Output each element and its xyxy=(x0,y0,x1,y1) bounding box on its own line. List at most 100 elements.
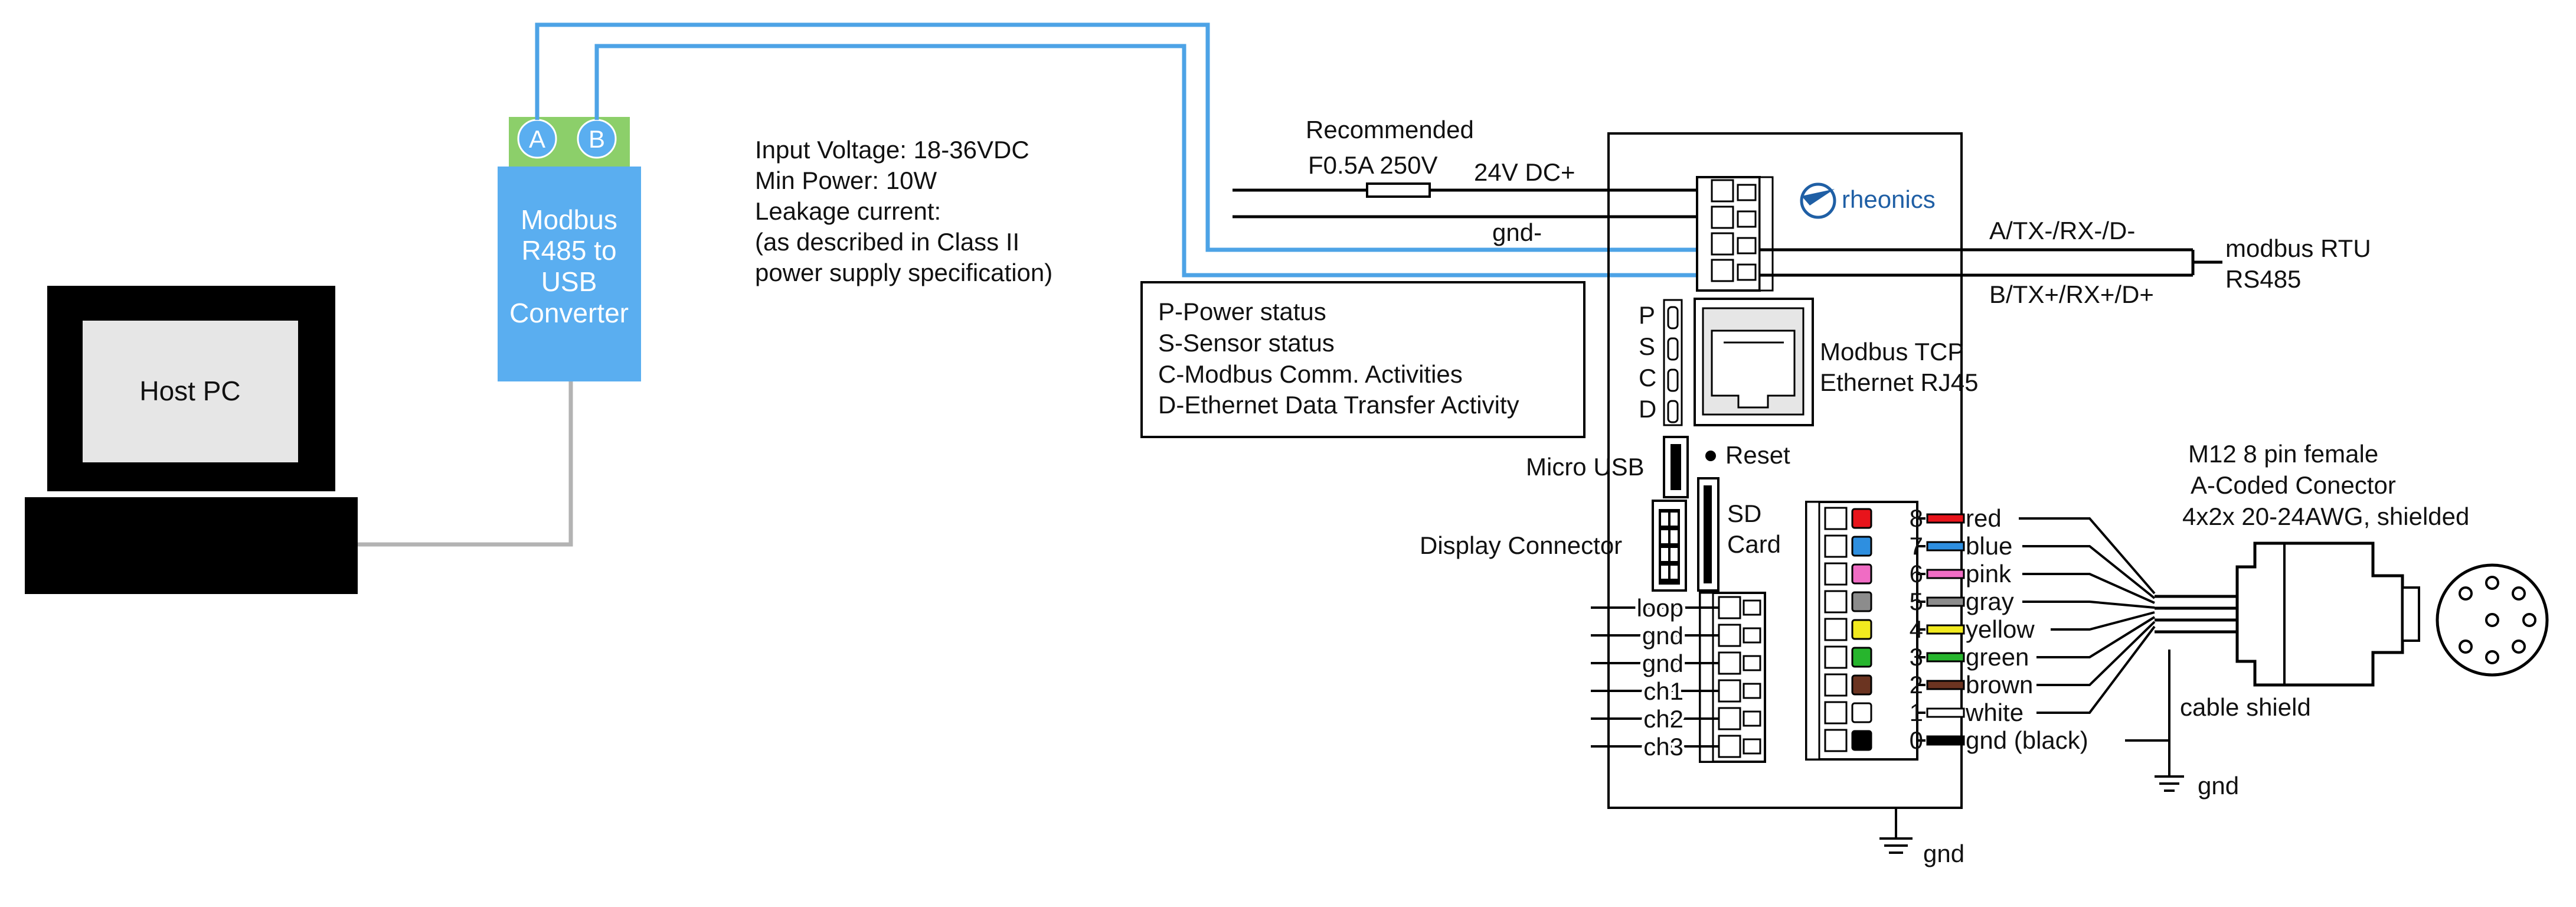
m12-pin-number-4: 4 xyxy=(1910,615,1923,643)
m12-label-1: M12 8 pin female xyxy=(2188,440,2378,468)
cable-shield-label: cable shield xyxy=(2180,693,2311,721)
sd-card-slot: SD Card xyxy=(1697,477,1781,592)
m12-labels: M12 8 pin female A-Coded Conector 4x2x 2… xyxy=(2182,440,2469,530)
m12-label-3: 4x2x 20-24AWG, shielded xyxy=(2182,503,2469,530)
host-pc-label: Host PC xyxy=(139,376,240,406)
rs485-output: A/TX-/RX-/D- B/TX+/RX+/D+ modbus RTU RS4… xyxy=(1760,217,2371,308)
status-legend-line-1: P-Power status xyxy=(1158,298,1326,325)
rs485-label-1: modbus RTU xyxy=(2225,234,2371,262)
m12-terminal-color-2 xyxy=(1851,674,1872,696)
m12-wire-swatch-yellow xyxy=(1926,624,1965,635)
converter-label-2: R485 to xyxy=(521,235,616,266)
display-connector: Display Connector xyxy=(1420,500,1687,592)
m12-wire-label-gray: gray xyxy=(1966,588,2014,615)
m12-terminal-screw-0 xyxy=(1824,729,1848,752)
m12-terminal-screw-1 xyxy=(1824,701,1848,725)
m12-terminal-color-1 xyxy=(1851,702,1872,723)
power-plus-label: 24V DC+ xyxy=(1474,158,1575,186)
led-label-d: D xyxy=(1639,395,1656,423)
m12-wire-swatch-white xyxy=(1926,707,1965,718)
m12-pin-number-7: 7 xyxy=(1910,532,1923,560)
m12-wire-label-blue: blue xyxy=(1966,532,2012,560)
m12-wire-swatch-brown xyxy=(1926,680,1965,690)
status-legend: P-Power status S-Sensor status C-Modbus … xyxy=(1140,281,1586,438)
ethernet-label-2: Ethernet RJ45 xyxy=(1820,368,1979,396)
m12-pin-number-5: 5 xyxy=(1910,588,1923,615)
m12-wire-label-pink: pink xyxy=(1966,560,2012,588)
power-spec-line-2: Min Power: 10W xyxy=(755,167,937,194)
device-ground: gnd xyxy=(1879,808,1964,867)
m12-wire-red xyxy=(2019,517,2156,595)
terminal-b-label: B xyxy=(589,125,605,153)
m12-terminal-color-4 xyxy=(1851,619,1872,640)
converter-label-3: USB xyxy=(541,266,597,297)
m12-pin-number-3: 3 xyxy=(1910,643,1923,671)
led-s xyxy=(1667,337,1679,361)
status-legend-line-2: S-Sensor status xyxy=(1158,329,1335,357)
micro-usb-port: Micro USB xyxy=(1526,436,1689,498)
m12-pin-number-0: 0 xyxy=(1910,726,1923,754)
m12-terminal-color-0 xyxy=(1851,730,1872,751)
rheonics-logo: rheonics xyxy=(1800,182,1936,219)
io-label-ch2: ch2 xyxy=(1643,705,1683,733)
terminal-a-label: A xyxy=(529,125,545,153)
m12-wire-gray xyxy=(2022,601,2155,609)
led-p xyxy=(1667,306,1679,329)
status-legend-line-4: D-Ethernet Data Transfer Activity xyxy=(1158,391,1519,419)
ethernet-label-1: Modbus TCP xyxy=(1820,338,1964,366)
m12-wire-swatch-green xyxy=(1926,652,1965,663)
m12-terminal-screw-6 xyxy=(1824,562,1848,586)
reset-label: Reset xyxy=(1725,441,1790,469)
m12-pin-number-6: 6 xyxy=(1910,560,1923,588)
power-spec-line-3: Leakage current: xyxy=(755,197,941,225)
m12-terminal-block xyxy=(1805,501,1918,761)
modbus-wire-b xyxy=(594,44,1721,278)
micro-usb-label: Micro USB xyxy=(1526,453,1645,481)
m12-wire-label-brown: brown xyxy=(1966,671,2033,699)
m12-label-2: A-Coded Conector xyxy=(2191,471,2396,499)
power-input: Recommended F0.5A 250V 24V DC+ gnd- xyxy=(1233,116,1697,246)
m12-terminal-screw-8 xyxy=(1824,507,1848,530)
cable-shield: cable shield gnd xyxy=(2155,650,2311,800)
m12-connector-icon xyxy=(2235,541,2549,687)
power-spec-line-4: (as described in Class II xyxy=(755,228,1019,256)
m12-pin-number-8: 8 xyxy=(1910,504,1923,532)
fuse-icon xyxy=(1366,182,1431,198)
m12-terminal-color-6 xyxy=(1851,563,1872,585)
sd-card-label-2: Card xyxy=(1727,530,1781,558)
led-label-c: C xyxy=(1639,364,1656,391)
power-spec-line-1: Input Voltage: 18-36VDC xyxy=(755,136,1029,164)
m12-pin-number-2: 2 xyxy=(1910,671,1923,699)
m12-wire-pink xyxy=(2022,573,2155,604)
m12-wire-label-green: green xyxy=(1966,643,2029,671)
io-label-ch3: ch3 xyxy=(1643,733,1683,761)
host-pc-base xyxy=(25,497,358,594)
converter-label-4: Converter xyxy=(509,298,629,328)
m12-wire-swatch-red xyxy=(1926,513,1965,524)
led-c xyxy=(1667,368,1679,392)
status-legend-line-3: C-Modbus Comm. Activities xyxy=(1158,360,1463,388)
m12-wire-green xyxy=(2036,616,2156,658)
m12-cable xyxy=(2155,595,2237,634)
m12-wire-blue xyxy=(2022,545,2156,599)
host-pc: Host PC xyxy=(25,286,358,594)
m12-wire-label-red: red xyxy=(1966,504,2002,532)
usb-converter: A B Modbus R485 to USB Converter xyxy=(498,117,641,381)
rj45-port: Modbus TCP Ethernet RJ45 xyxy=(1694,298,1979,426)
m12-wire-brown xyxy=(2036,621,2156,686)
led-d xyxy=(1667,400,1679,423)
status-legend-box xyxy=(1140,281,1586,438)
io-label-loop: loop xyxy=(1637,594,1683,622)
m12-wire-swatch-gray xyxy=(1926,596,1965,607)
io-label-gnd-2: gnd xyxy=(1642,650,1683,677)
modbus-wire-a xyxy=(535,22,1721,252)
led-label-s: S xyxy=(1639,332,1655,360)
power-rs485-terminal-block xyxy=(1696,176,1774,292)
m12-wire-label-white: white xyxy=(1965,699,2023,726)
m12-wire-yellow xyxy=(2051,611,2155,631)
converter-body xyxy=(498,167,641,381)
m12-terminal-color-7 xyxy=(1851,536,1872,557)
m12-terminal-screw-5 xyxy=(1824,590,1848,614)
m12-terminal-screw-7 xyxy=(1824,534,1848,558)
device-ground-label: gnd xyxy=(1923,840,1964,867)
